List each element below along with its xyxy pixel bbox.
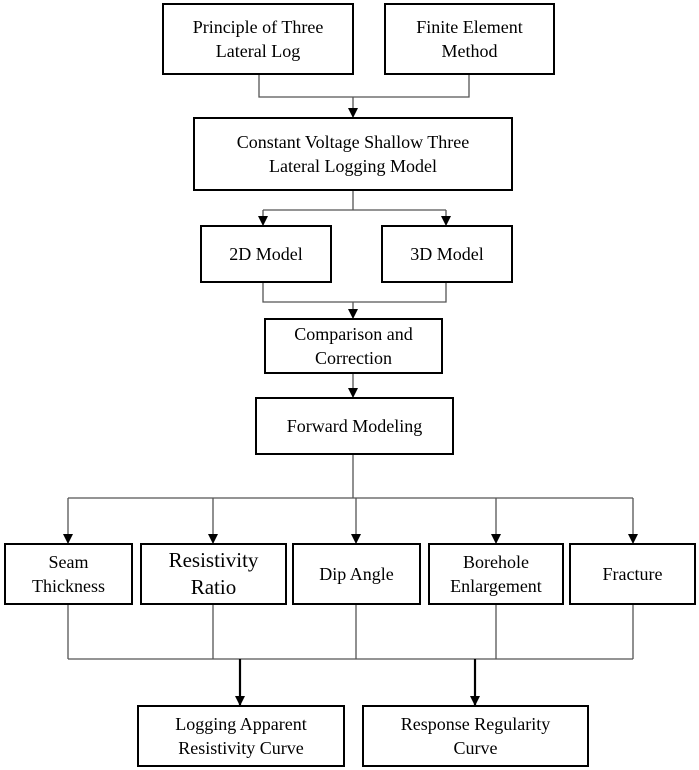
forward-modeling-label: Forward Modeling <box>286 416 423 436</box>
seam-label-line2: Thickness <box>32 576 105 596</box>
apparent-resistivity-curve-node: Logging Apparent Resistivity Curve <box>137 705 345 767</box>
regularity-label-line2: Curve <box>453 738 498 758</box>
dip-angle-label: Dip Angle <box>319 564 394 584</box>
model-3d-label: 3D Model <box>410 244 484 264</box>
comparison-node: Comparison and Correction <box>264 318 443 374</box>
merge-line-models <box>262 283 447 303</box>
forward-modeling-node: Forward Modeling <box>255 397 454 455</box>
constant-model-label-line1: Constant Voltage Shallow Three <box>236 132 470 152</box>
fem-label-line2: Method <box>441 41 498 61</box>
curve-label-line2: Resistivity Curve <box>178 738 304 758</box>
borehole-enlargement-node: Borehole Enlargement <box>428 543 564 605</box>
merge-line-top <box>258 75 470 98</box>
response-regularity-curve-node: Response Regularity Curve <box>362 705 589 767</box>
borehole-label-line2: Enlargement <box>450 576 542 596</box>
regularity-label-line1: Response Regularity <box>400 714 551 734</box>
comparison-label-line2: Correction <box>315 348 392 368</box>
constant-model-node: Constant Voltage Shallow Three Lateral L… <box>193 117 513 191</box>
resistivity-ratio-node: Resistivity Ratio <box>140 543 287 605</box>
dip-angle-node: Dip Angle <box>292 543 421 605</box>
resistivity-label-line1: Resistivity <box>168 548 259 572</box>
fem-label-line1: Finite Element <box>416 17 523 37</box>
borehole-label-line1: Borehole <box>463 552 529 572</box>
fracture-label: Fracture <box>602 564 663 584</box>
seam-thickness-node: Seam Thickness <box>4 543 133 605</box>
fracture-node: Fracture <box>569 543 696 605</box>
curve-label-line1: Logging Apparent <box>175 714 307 734</box>
model-2d-node: 2D Model <box>200 225 332 283</box>
model-3d-node: 3D Model <box>381 225 513 283</box>
principle-label-line2: Lateral Log <box>215 41 301 61</box>
principle-label-line1: Principle of Three <box>192 17 324 37</box>
constant-model-label-line2: Lateral Logging Model <box>269 156 437 176</box>
principle-node: Principle of Three Lateral Log <box>162 3 354 75</box>
seam-label-line1: Seam <box>48 552 89 572</box>
resistivity-label-line2: Ratio <box>190 575 237 599</box>
model-2d-label: 2D Model <box>229 244 303 264</box>
fem-node: Finite Element Method <box>384 3 555 75</box>
comparison-label-line1: Comparison and <box>294 324 413 344</box>
